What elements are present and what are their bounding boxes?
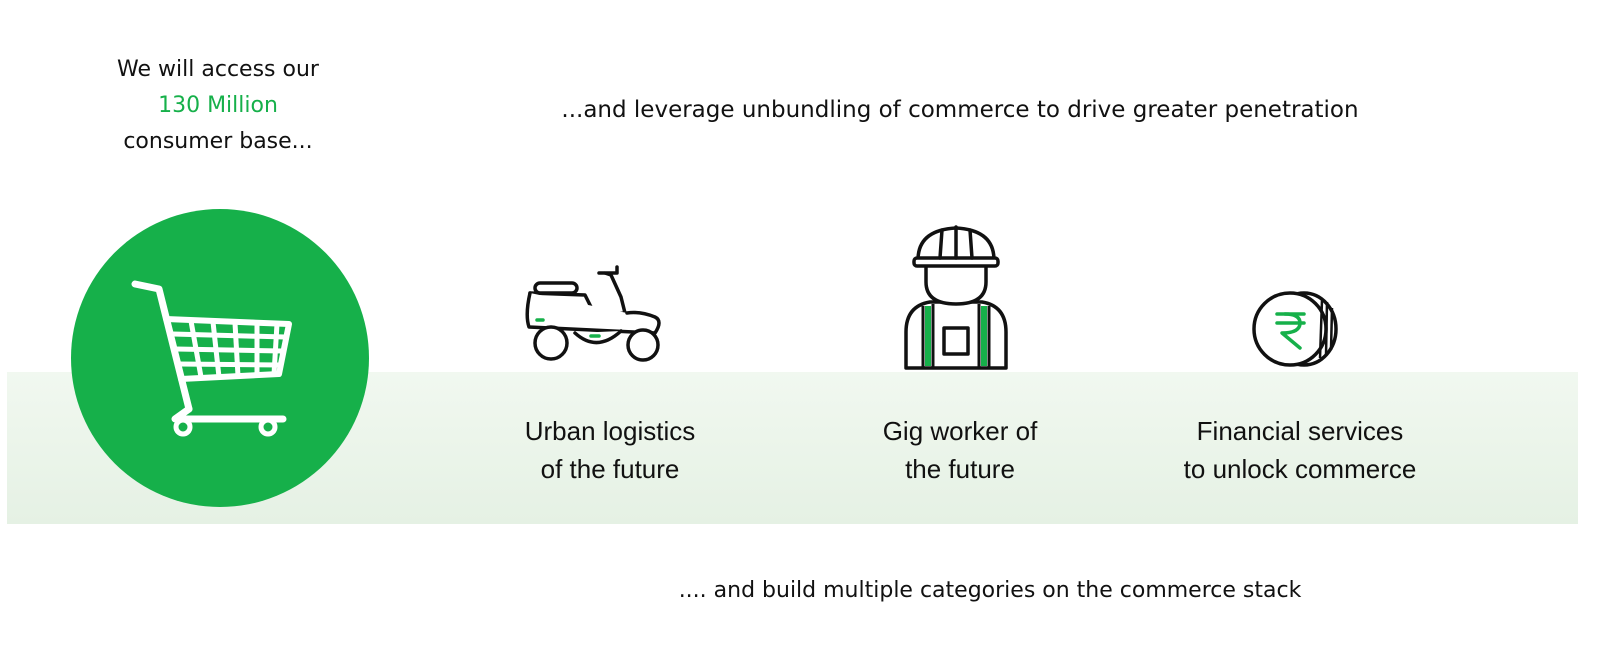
caption-line-2: the future: [905, 454, 1015, 484]
intro-highlight: 130 Million: [158, 93, 278, 118]
shopping-cart-icon: [131, 280, 292, 437]
caption-urban-logistics: Urban logistics of the future: [500, 412, 720, 488]
headline: ...and leverage unbundling of commerce t…: [561, 97, 1359, 123]
caption-financial-services: Financial services to unlock commerce: [1150, 412, 1450, 488]
cart-circle: [71, 209, 369, 507]
caption-line-1: Urban logistics: [524, 416, 696, 446]
intro-line-1: We will access our: [117, 57, 319, 82]
intro-line-3: consumer base...: [123, 129, 313, 154]
intro-text: We will access our 130 Million consumer …: [88, 52, 348, 160]
caption-gig-worker: Gig worker of the future: [850, 412, 1070, 488]
caption-line-2: to unlock commerce: [1183, 454, 1417, 484]
rupee-coin-icon: [1252, 291, 1338, 367]
caption-line-1: Gig worker of: [882, 416, 1038, 446]
scooter-icon: [525, 265, 661, 362]
caption-line-1: Financial services: [1196, 416, 1404, 446]
caption-line-2: of the future: [540, 454, 680, 484]
footer-text: .... and build multiple categories on th…: [678, 578, 1302, 603]
gig-worker-icon: [904, 225, 1008, 370]
